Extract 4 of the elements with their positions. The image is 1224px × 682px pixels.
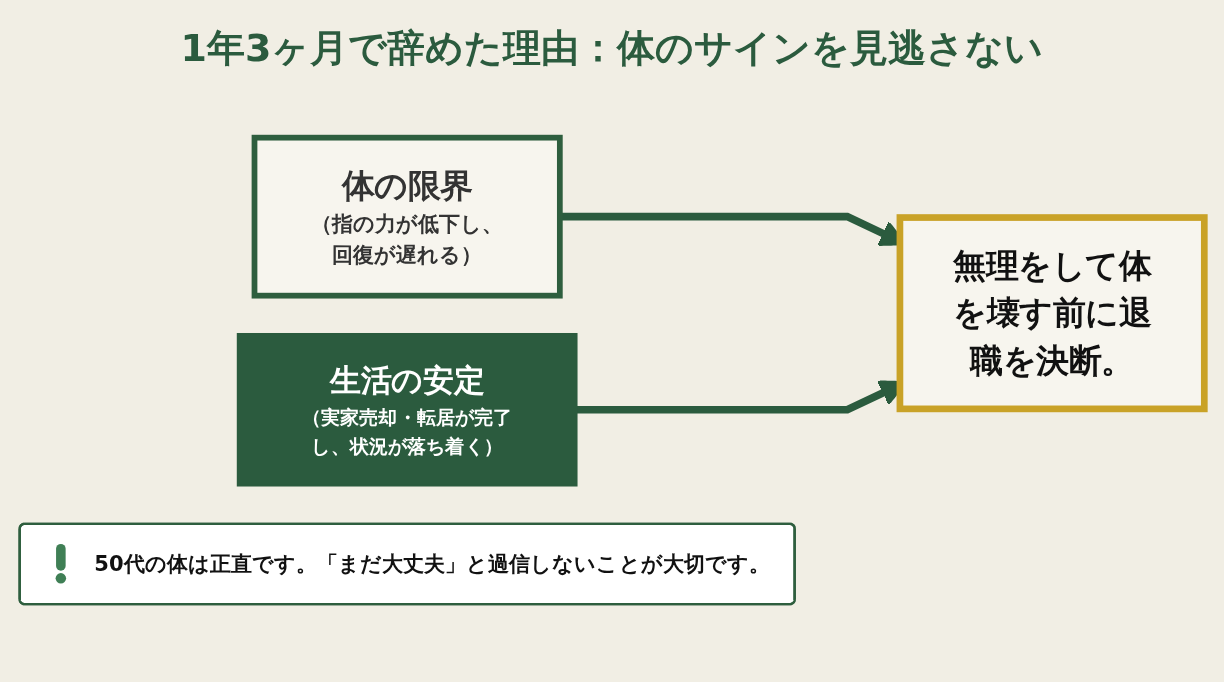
node-box: 生活の安定 （実家売却・転居が完了し、状況が落ち着く） [236, 333, 578, 487]
node-box: 体の限界 （指の力が低下し、回復が遅れる） [251, 134, 563, 299]
node-box: 無理をして体を壊す前に退職を決断。 [896, 214, 1208, 413]
title: 1年3ヶ月で辞めた理由：体のサインを見逃さない [179, 25, 1045, 72]
